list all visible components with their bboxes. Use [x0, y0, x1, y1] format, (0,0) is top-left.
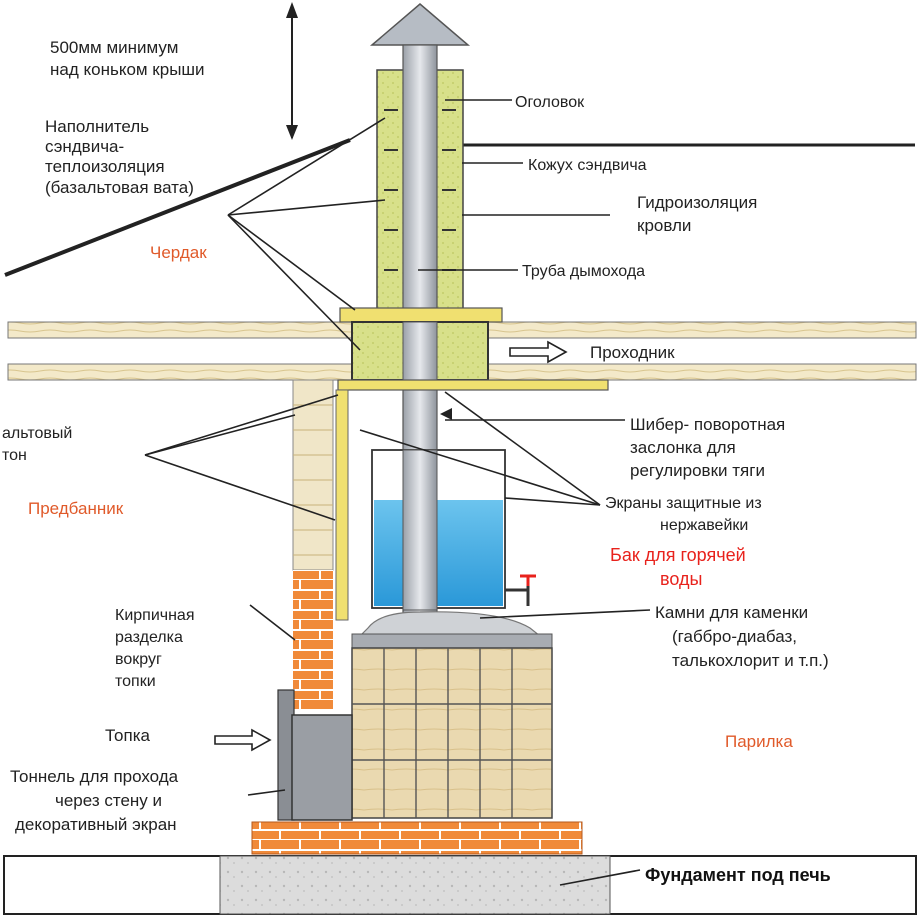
chimney-pipe-label: Труба дымохода	[522, 263, 645, 280]
passage-top-plate	[339, 307, 503, 323]
tank-label-line1: Бак для горячей	[610, 545, 746, 565]
zone-anteroom: Предбанник	[28, 499, 124, 518]
leader-lines	[144, 99, 651, 886]
stove-body	[351, 647, 553, 819]
tank-water	[374, 500, 503, 606]
screens-label-line2: нержавейки	[660, 517, 748, 534]
wall-timber	[292, 379, 334, 571]
foundation-label: Фундамент под печь	[645, 865, 831, 885]
passage-label: Проходник	[590, 343, 675, 362]
basalt-label-line1: альтовый	[2, 425, 72, 442]
firebox-door	[291, 714, 353, 821]
tunnel-label-line3: декоративный экран	[15, 815, 177, 834]
tunnel-label-line1: Тоннель для прохода	[10, 767, 179, 786]
passage-arrow	[509, 340, 568, 364]
basalt-label-line2: тон	[2, 447, 27, 464]
filler-label-line4: (базальтовая вата)	[45, 178, 194, 197]
damper-label-line2: заслонка для	[630, 438, 736, 457]
roof-waterproof-label-line2: кровли	[637, 216, 691, 235]
filler-label-line1: Наполнитель	[45, 117, 149, 136]
roof-line	[4, 138, 351, 277]
stones-label-line1: Камни для каменки	[655, 603, 808, 622]
damper-label-line1: Шибер- поворотная	[630, 415, 785, 434]
brick-lining	[293, 570, 333, 710]
zone-steam-room: Парилка	[725, 732, 793, 751]
tank-tap	[505, 574, 536, 606]
wall-timber-lines	[293, 404, 333, 556]
tank-label-line2: воды	[660, 569, 702, 589]
firebox-label: Топка	[105, 726, 151, 745]
filler-label-line3: теплоизоляция	[45, 157, 165, 176]
height-label-line2: над коньком крыши	[50, 60, 205, 79]
passage-bottom-plate	[337, 379, 609, 391]
stones-label-line2: (габбро-диабаз,	[672, 627, 797, 646]
zone-attic: Чердак	[150, 243, 207, 262]
brick-label-line2: разделка	[115, 629, 183, 646]
brick-label-line1: Кирпичная	[115, 607, 195, 624]
chimney-cap	[369, 3, 471, 46]
steel-screen	[335, 389, 349, 621]
screens-label-line1: Экраны защитные из	[605, 495, 762, 512]
tunnel-label-line2: через стену и	[55, 791, 162, 810]
sandwich-casing-label: Кожух сэндвича	[528, 157, 647, 174]
stones-label-line3: талькохлорит и т.п.)	[672, 651, 829, 670]
height-dimension	[286, 2, 298, 140]
damper-label-line3: регулировки тяги	[630, 461, 765, 480]
height-label-line1: 500мм минимум	[50, 38, 178, 57]
stove-top	[351, 633, 553, 649]
firebox-arrow	[214, 728, 272, 752]
roof-waterproof-label-line1: Гидроизоляция	[637, 193, 757, 212]
brick-label-line4: топки	[115, 673, 156, 690]
cap-label: Оголовок	[515, 94, 585, 111]
brick-label-line3: вокруг	[115, 651, 162, 668]
stove-grid	[352, 648, 552, 818]
foundation-slab	[219, 855, 611, 915]
brick-base	[251, 821, 583, 855]
filler-label-line2: сэндвича-	[45, 137, 124, 156]
sauna-stones	[358, 611, 542, 637]
